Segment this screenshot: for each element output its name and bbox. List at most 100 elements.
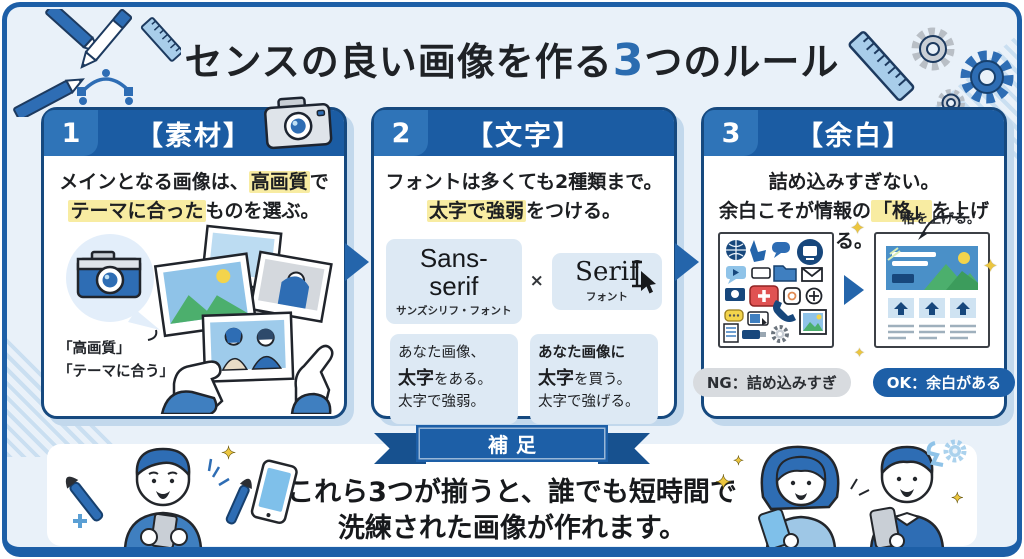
card3-lead-text: 詰め込みすぎない。 余白こそが情報の「格」を上げる。: [704, 168, 1004, 256]
document-icon: [723, 323, 739, 343]
text-cursor-icon: [632, 260, 656, 294]
supplement-ribbon: 補足: [374, 425, 650, 464]
example-line: 太字で強弱。: [398, 393, 485, 410]
sparkle-icon: ✦: [221, 443, 236, 464]
title-pre: センスの良い画像を作る: [184, 40, 613, 84]
card3-highlight: 「格」: [870, 200, 932, 223]
mouse-pointer-icon: [641, 271, 656, 294]
woman-icon: [758, 445, 840, 547]
example-line: をある。: [434, 371, 492, 388]
page-title: センスの良い画像を作る3つのルール: [7, 31, 1017, 86]
card2-number-badge: 2: [374, 110, 428, 156]
camera-icon: [76, 250, 142, 299]
ng-badge: NG：詰め込みすぎ: [692, 368, 851, 397]
ng-ok-labels: NG：詰め込みすぎ OK：余白がある: [692, 368, 1016, 397]
hand-cursor-icon: [750, 240, 766, 262]
video-icon: [726, 266, 746, 284]
usb-icon: [742, 330, 766, 339]
paintbrush-icon: [65, 476, 104, 522]
bold-example-left: あなた画像、 太字をある。 太字で強弱。: [390, 334, 518, 424]
photo-icon: [799, 309, 827, 335]
gear-icon: [943, 439, 967, 463]
sparkle-icon: ✦: [850, 218, 866, 239]
footer-text: これら3つが揃うと、誰でも短時間で 洗練された画像が作れます。: [7, 475, 1017, 547]
sparkle-icon: ✦: [715, 470, 732, 494]
chat-icon: [724, 309, 744, 322]
title-post: つのルール: [644, 40, 840, 84]
card-whitespace: 3 【余白】 詰め込みすぎない。 余白こそが情報の「格」を上げる。: [692, 107, 1016, 419]
card-material: 1 【素材】 メインとなる画像は、高画質で テーマに合ったものを選ぶ。: [41, 96, 347, 419]
title-number: 3: [612, 35, 645, 86]
card3-heading: 【余白】: [796, 120, 912, 152]
curved-arrow-icon: [918, 214, 953, 240]
arrow-up-icon: [919, 298, 945, 318]
serif-label: Serif: [575, 257, 639, 288]
card3-lead-seg: 詰め込みすぎない。: [768, 171, 940, 193]
font-comparison-row: Sans-serif サンズシリフ・フォント × Serif フォント: [386, 238, 662, 325]
motion-lines: [850, 478, 870, 496]
times-symbol: ×: [529, 271, 544, 292]
cluttered-icons-grid: [723, 239, 827, 343]
wrench-icon: [926, 441, 944, 467]
card1-body: メインとなる画像は、高画質で テーマに合ったものを選ぶ。: [44, 156, 344, 416]
sparkle-icon: ✦: [854, 346, 865, 361]
photos-hands-illustration: [66, 224, 334, 414]
ok-badge: OK：余白がある: [872, 368, 1016, 397]
card1-lead-seg: ものを選ぶ。: [205, 200, 320, 223]
photo-icon: [201, 311, 295, 384]
person-icon: [123, 447, 203, 547]
example-line: あなた画像、: [398, 345, 485, 362]
caption-line: 「テーマに合う」: [58, 364, 174, 381]
paintbrush-icon: [225, 478, 252, 525]
card2-lead-seg: フォントは多くても2種類まで。: [385, 171, 663, 193]
sparkle-icon: ✦: [951, 489, 964, 507]
motion-line: [147, 329, 158, 341]
folder-icon: [773, 265, 797, 282]
smartphone-icon: [250, 459, 298, 525]
card1-number-badge: 1: [44, 110, 98, 156]
sparkle-icon: ✦: [733, 454, 744, 469]
card1-caption: 「高画質」 「テーマに合う」: [58, 338, 174, 384]
card2-header: 2 【文字】: [374, 110, 674, 156]
sans-serif-sublabel: サンズシリフ・フォント: [396, 305, 512, 318]
photo-icon: [248, 250, 333, 323]
card2-heading: 【文字】: [466, 120, 582, 152]
sans-serif-box: Sans-serif サンズシリフ・フォント: [386, 238, 522, 325]
bold-example-right: あなた画像に 太字を買う。 太字で強げる。: [530, 334, 658, 424]
example-bold: 太字: [538, 367, 574, 389]
card-text: 2 【文字】 フォントは多くても2種類まで。 太字で強弱をつける。 Sans-s…: [371, 107, 677, 424]
card1-lead-seg: で: [309, 171, 329, 193]
camera-icon: [725, 288, 745, 301]
arrow-up-icon: [888, 298, 914, 318]
medical-bag-icon: [749, 285, 779, 307]
footer-line: 洗練された画像が作れます。: [337, 513, 687, 545]
card1-lead-seg: メインとなる画像は、: [59, 171, 249, 193]
sparkle-icon: ✦: [982, 256, 998, 277]
card3-lead-seg: 余白こそが情報の: [718, 200, 871, 223]
motion-lines: [207, 458, 230, 487]
arrow-right-icon: [345, 243, 369, 281]
sans-serif-label: Sans-serif: [419, 242, 488, 302]
clean-layout-icon: [886, 246, 978, 340]
caption-line: 「高画質」: [58, 341, 131, 357]
card2-lead-seg: をつける。: [526, 200, 622, 223]
man-icon: [869, 445, 944, 547]
bold-example-row: あなた画像、 太字をある。 太字で強弱。 あなた画像に 太字を買う。 太字で強げ…: [374, 334, 674, 424]
arrow-right-icon: [844, 275, 864, 305]
speech-bubble-icon: [772, 242, 790, 258]
plus-icon: [805, 287, 823, 305]
card2-lead-text: フォントは多くても2種類まで。 太字で強弱をつける。: [374, 168, 674, 227]
example-line: あなた画像に: [538, 345, 625, 362]
phone-icon: [773, 300, 796, 322]
mail-icon: [801, 267, 823, 282]
card3-number-badge: 3: [704, 110, 758, 156]
card3-lead-seg: を上げる。: [834, 200, 990, 252]
ng-cluttered-box: [718, 232, 834, 348]
card1-heading: 【素材】: [136, 120, 252, 152]
instagram-icon: [783, 287, 801, 305]
camera-icon: [264, 96, 333, 150]
arrow-right-icon: [675, 243, 699, 281]
card3-header: 3 【余白】: [704, 110, 1004, 156]
